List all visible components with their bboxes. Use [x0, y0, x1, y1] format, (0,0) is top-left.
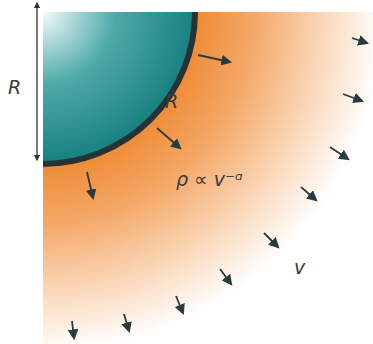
velocity-arrows [72, 38, 367, 338]
velocity-label: v [294, 258, 305, 277]
sphere [43, 12, 195, 164]
sphere-surface [43, 12, 195, 164]
radius-arrow [36, 3, 37, 160]
density-profile-label: ρ ∝ v⁻ᵅ [176, 170, 243, 189]
surface-velocity-label: Ṙ [165, 92, 178, 111]
ejecta-region [43, 12, 373, 344]
radius-label: R [8, 78, 21, 97]
